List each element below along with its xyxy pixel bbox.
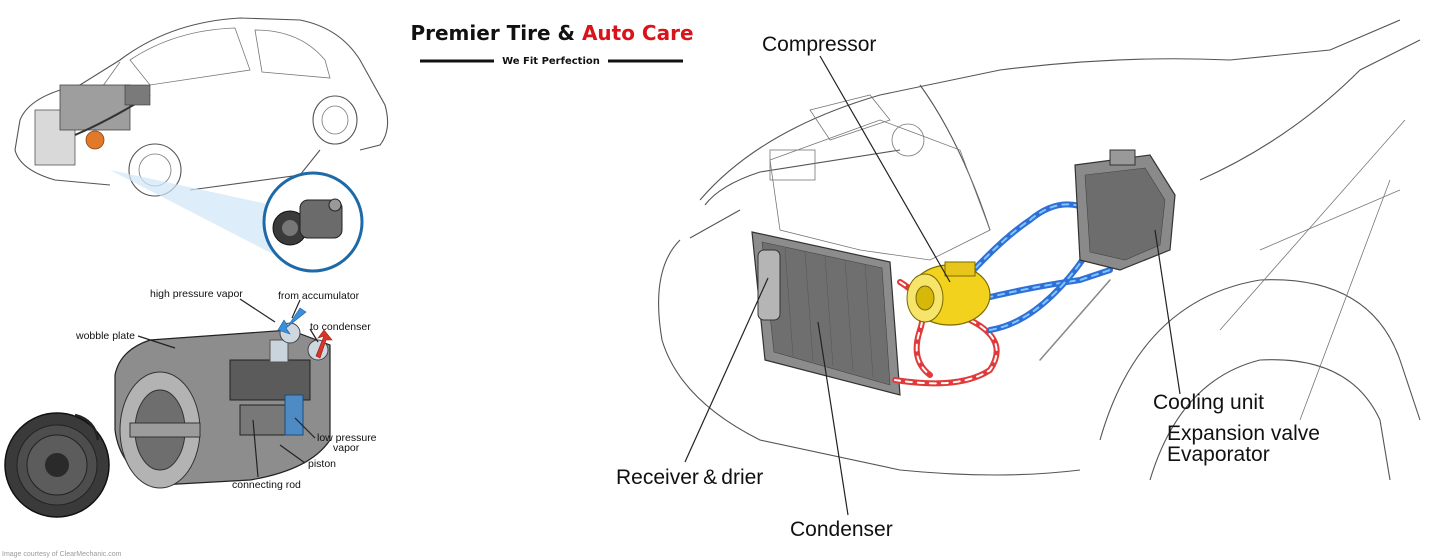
brand-name: Premier Tire & Auto Care	[410, 21, 693, 45]
label-expansion-valve: Expansion valve	[1167, 422, 1320, 445]
label-receiver-drier: Receiver & drier	[616, 466, 763, 489]
label-evaporator: Evaporator	[1167, 443, 1270, 466]
label-low-pressure-vapor-1: low pressure	[317, 432, 377, 444]
diagram-leader-lines	[684, 55, 1181, 516]
label-connecting-rod: connecting rod	[232, 479, 301, 491]
label-to-condenser: to condenser	[310, 321, 371, 333]
label-piston: piston	[308, 458, 336, 470]
flow-arrows	[277, 307, 333, 359]
label-cooling-unit: Cooling unit	[1153, 391, 1264, 414]
image-credit: Image courtesy of ClearMechanic.com	[2, 551, 122, 558]
label-high-pressure-vapor: high pressure vapor	[150, 288, 243, 300]
car-front-drawing	[658, 19, 1421, 481]
label-low-pressure-vapor-2: vapor	[333, 442, 360, 454]
compressor-zoom-inset	[110, 170, 364, 273]
cutaway-labels: high pressure vapor from accumulator to …	[2, 288, 377, 558]
cooling-unit-box	[1074, 149, 1176, 271]
brand-tagline: We Fit Perfection	[502, 56, 600, 67]
compressor-unit	[906, 261, 991, 326]
label-wobble-plate: wobble plate	[75, 330, 135, 342]
cutaway-leader-lines	[137, 298, 319, 478]
label-from-accumulator: from accumulator	[278, 290, 360, 302]
brand-logo: Premier Tire & Auto Care We Fit Perfecti…	[410, 21, 693, 67]
compressor-cutaway	[4, 322, 331, 518]
diagram-labels: Compressor Receiver & drier Condenser Co…	[616, 33, 1320, 541]
receiver-drier-canister	[757, 249, 781, 321]
condenser-unit	[751, 231, 901, 396]
label-condenser: Condenser	[790, 518, 893, 541]
label-compressor: Compressor	[762, 33, 876, 56]
car-illustration	[14, 17, 389, 197]
